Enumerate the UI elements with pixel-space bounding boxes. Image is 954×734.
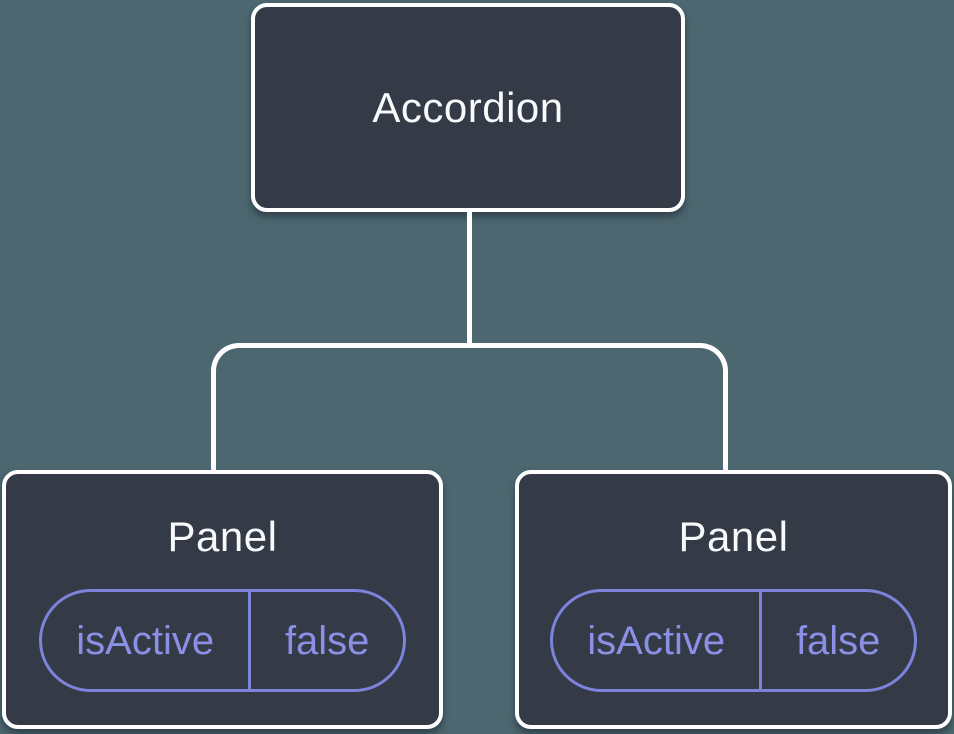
- state-value: false: [284, 618, 370, 663]
- child-node-panel-2: Panel isActive false: [515, 470, 952, 729]
- state-name: isActive: [553, 592, 763, 689]
- state-value: false: [795, 618, 881, 663]
- panel-node-label: Panel: [167, 513, 278, 560]
- connector-bracket: [211, 343, 728, 470]
- root-node-label: Accordion: [372, 83, 564, 131]
- state-name: isActive: [42, 592, 252, 689]
- root-node-accordion: Accordion: [251, 3, 685, 212]
- state-pill: isActive false: [550, 589, 917, 692]
- panel-node-label: Panel: [678, 513, 789, 560]
- state-pill: isActive false: [39, 589, 406, 692]
- connector-stem: [467, 210, 472, 346]
- child-node-panel-1: Panel isActive false: [2, 470, 443, 729]
